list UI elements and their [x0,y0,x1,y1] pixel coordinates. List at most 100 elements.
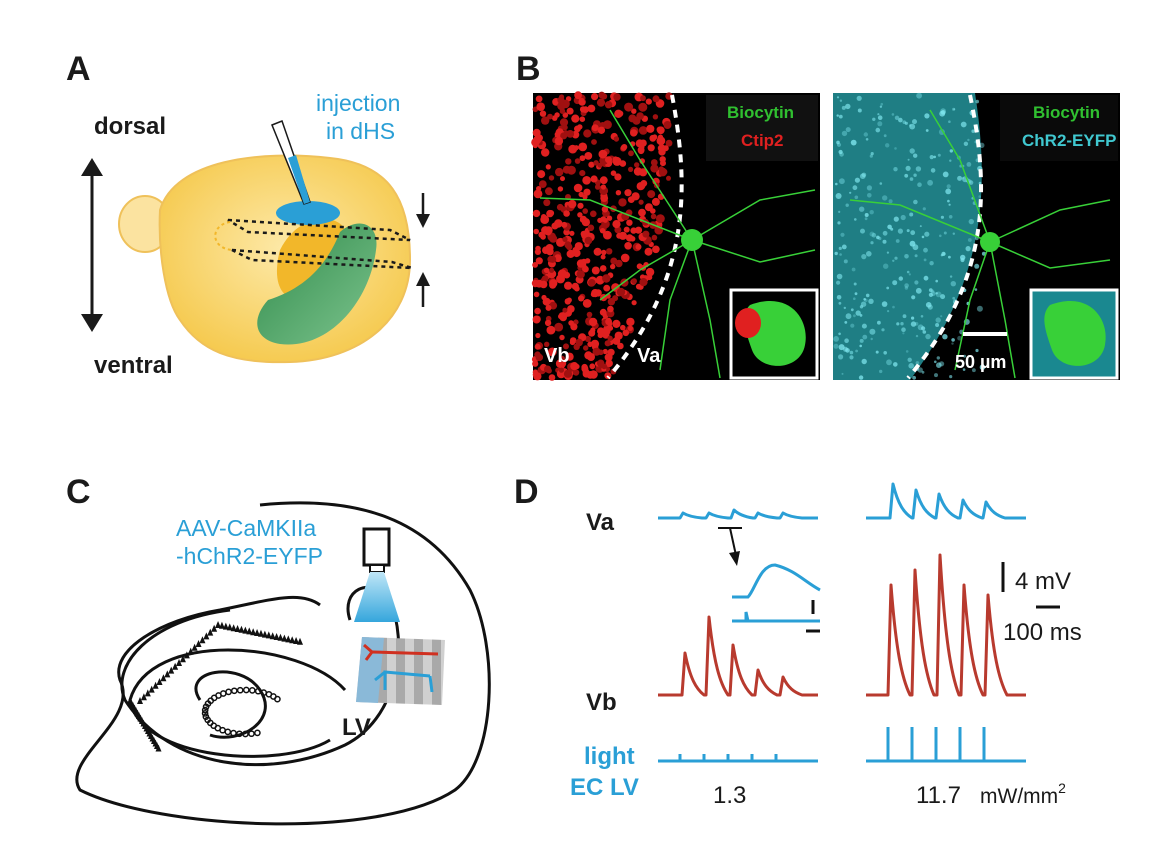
chr2-fluorescence-speck [835,193,842,199]
ctip2-nucleus [628,150,634,157]
chr2-fluorescence-speck [870,337,873,341]
chr2-fluorescence-speck [912,119,917,125]
lv-slice-region: LV [342,637,445,741]
chr2-fluorescence-speck [867,193,872,198]
ctip2-nucleus [631,108,637,114]
chr2-fluorescence-speck [904,173,909,178]
chr2-fluorescence-speck [950,281,956,287]
ctip2-nucleus [612,319,621,328]
pyramidal-cell-marker [254,629,261,636]
ctip2-nucleus [582,265,589,273]
ctip2-nucleus [533,291,540,298]
ctip2-nucleus [588,317,598,327]
ctip2-nucleus [541,294,547,301]
granule-cell-marker [201,706,209,714]
chr2-fluorescence-speck [975,99,979,104]
chr2-fluorescence-speck [916,92,922,99]
ctip2-nucleus [543,199,551,207]
ctip2-nucleus [541,275,549,283]
ctip2-nucleus [582,208,588,214]
chr2-fluorescence-speck [912,375,916,380]
granule-cell-marker [254,729,261,737]
ctip2-nucleus [578,97,585,104]
chr2-fluorescence-speck [855,310,861,316]
ctip2-nucleus [547,113,553,120]
chr2-fluorescence-speck [882,239,887,244]
chr2-fluorescence-speck [844,338,849,344]
ctip2-nucleus [658,168,667,177]
chr2-fluorescence-speck [967,238,972,242]
chr2-fluorescence-speck [904,253,909,259]
chr2-fluorescence-speck [963,141,969,146]
ctip2-nucleus [574,91,582,100]
ctip2-nucleus [572,369,580,376]
pyramidal-cell-marker [273,633,280,640]
ctip2-nucleus [565,158,572,165]
ctip2-nucleus [545,187,553,196]
ctip2-nucleus [581,218,591,227]
ctip2-nucleus [576,259,586,268]
granule-cell-marker [225,688,232,696]
chr2-fluorescence-speck [957,175,963,181]
chr2-fluorescence-speck [928,292,934,297]
ctip2-nucleus [651,197,660,206]
chr2-fluorescence-speck [860,228,865,234]
intensity-high-label: 11.7 [916,782,961,809]
chr2-fluorescence-speck [935,323,940,327]
ctip2-nucleus [582,194,588,200]
ctip2-nucleus [549,279,558,288]
ctip2-nucleus [569,230,575,236]
chr2-fluorescence-speck [906,270,910,274]
chr2-fluorescence-speck [850,308,854,312]
ctip2-nucleus [638,208,646,217]
ctip2-nucleus [657,144,666,153]
chr2-fluorescence-speck [839,253,842,256]
ctip2-nucleus [577,202,584,209]
ctip2-nucleus [566,165,576,175]
chr2-fluorescence-speck [922,330,927,334]
granule-cell-marker [236,730,243,738]
ctip2-nucleus [650,208,656,214]
scale-bar-label: 50 µm [955,352,1006,372]
chr2-fluorescence-speck [837,221,841,225]
ctip2-nucleus [617,110,624,117]
chr2-fluorescence-speck [838,210,841,213]
chr2-fluorescence-speck [935,317,941,323]
light-pulses-high [866,727,1026,763]
ctip2-nucleus [597,126,606,134]
chr2-fluorescence-speck [939,234,942,238]
ctip2-nucleus [564,241,572,249]
chr2-fluorescence-speck [850,323,855,328]
chr2-fluorescence-speck [838,344,845,351]
ctip2-nucleus [535,245,541,252]
chr2-fluorescence-speck [962,368,966,371]
chr2-fluorescence-speck [864,217,868,221]
chr2-fluorescence-speck [845,347,849,351]
chr2-fluorescence-speck [875,350,879,354]
dorsal-label: dorsal [94,113,166,140]
chr2-fluorescence-speck [879,182,883,185]
chr2-fluorescence-speck [923,247,928,253]
granule-cell-marker [201,710,209,717]
ctip2-nucleus [544,341,550,347]
virus-label-1: AAV-CaMKIIa [176,515,316,541]
ctip2-nucleus [638,199,644,205]
chr2-fluorescence-speck [863,132,868,137]
ctip2-nucleus [557,96,565,104]
ctip2-nucleus [574,242,583,251]
chr2-fluorescence-speck [836,280,841,285]
ctip2-nucleus [593,247,602,256]
chr2-fluorescence-speck [915,287,922,294]
pyramidal-cell-marker [242,626,249,634]
ctip2-nucleus [628,166,634,172]
ctip2-nucleus [566,130,575,138]
granule-cell-marker [242,686,250,694]
chr2-fluorescence-speck [915,334,919,338]
ctip2-nucleus [535,95,543,103]
chr2-fluorescence-speck [875,127,881,133]
ctip2-nucleus [577,212,583,218]
chr2-fluorescence-speck [833,343,839,349]
ctip2-nucleus [666,175,671,181]
ctip2-nucleus [656,214,665,224]
ctip2-nucleus [538,180,547,189]
